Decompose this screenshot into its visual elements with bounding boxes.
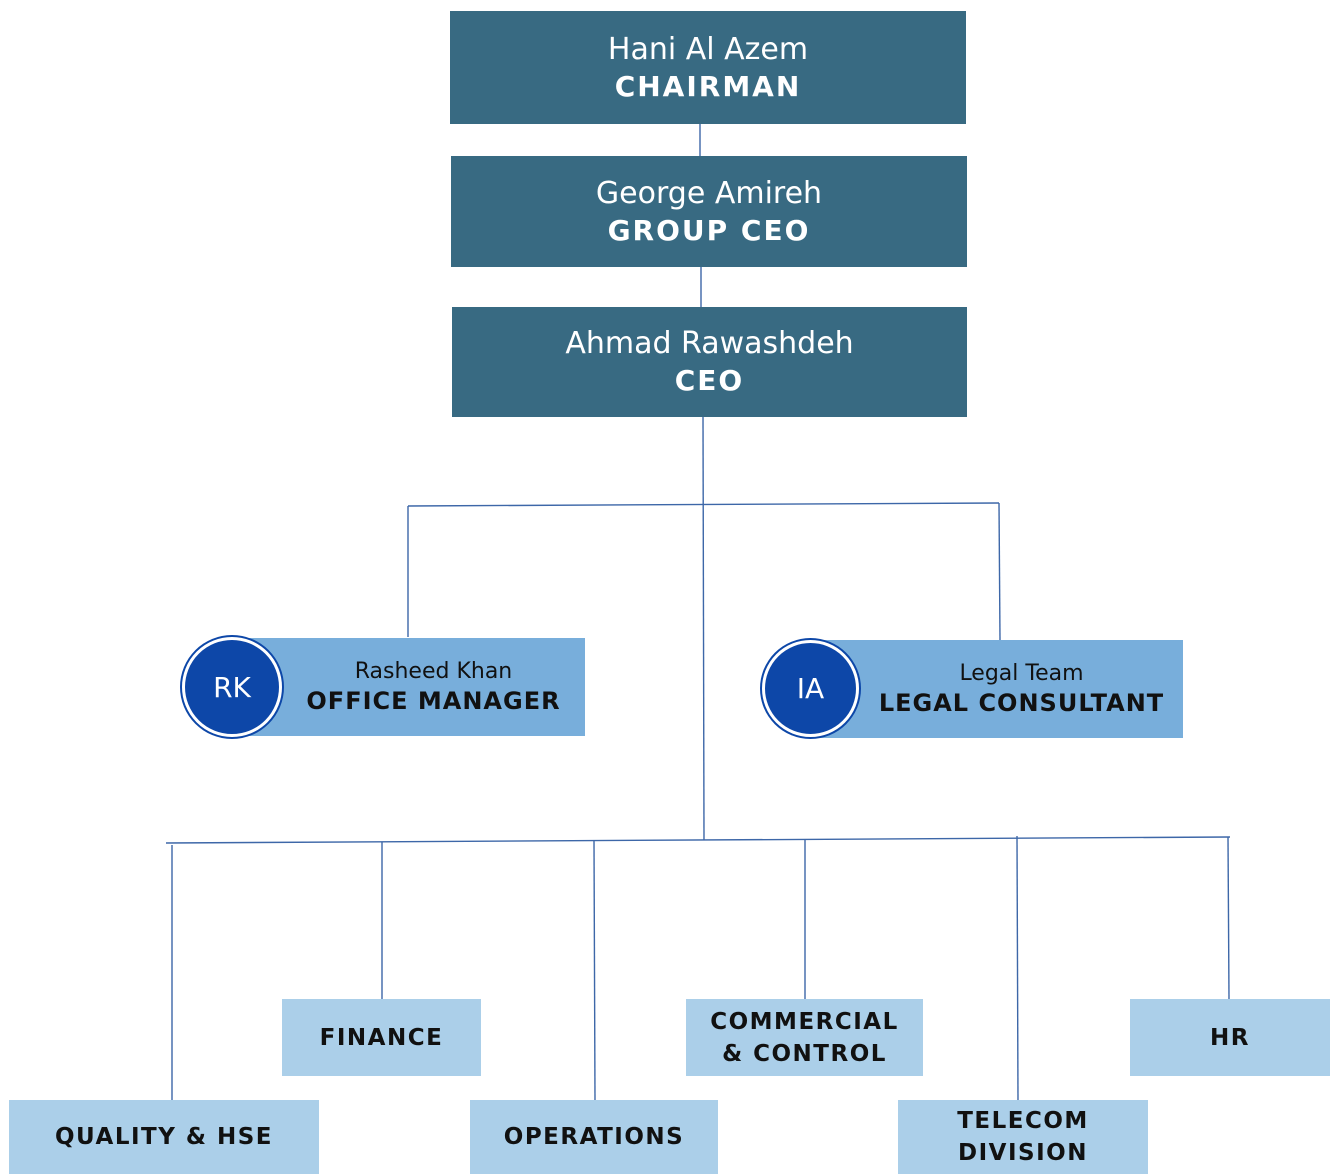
department-hr: HR [1130, 999, 1330, 1076]
office-manager-initials: RK [213, 670, 251, 704]
connector-telecom [1016, 835, 1019, 1101]
department-operations-label: OPERATIONS [503, 1124, 685, 1150]
group-ceo-title: GROUP CEO [607, 213, 811, 247]
office-manager-name: Rasheed Khan [354, 659, 513, 684]
legal-consultant-title: LEGAL CONSULTANT [878, 689, 1165, 717]
connector-hr [1227, 836, 1230, 1000]
department-quality-hse: QUALITY & HSE [9, 1100, 319, 1174]
department-commercial-label-line1: COMMERCIAL [710, 1008, 899, 1035]
department-finance: FINANCE [282, 999, 481, 1076]
department-telecom-label-line2: DIVISION [958, 1140, 1088, 1166]
connector-staff-bar [407, 502, 1000, 507]
department-commercial-control: COMMERCIAL & CONTROL [686, 999, 923, 1076]
office-manager-avatar: RK [182, 637, 282, 737]
department-telecom-division: TELECOM DIVISION [898, 1100, 1148, 1174]
legal-consultant-box: Legal Team LEGAL CONSULTANT [810, 640, 1183, 738]
department-finance-label: FINANCE [319, 1024, 444, 1051]
group-ceo-box: George Amireh GROUP CEO [451, 156, 967, 267]
office-manager-box: Rasheed Khan OFFICE MANAGER [232, 638, 585, 736]
department-hr-label: HR [1210, 1024, 1250, 1051]
department-quality-hse-label: QUALITY & HSE [55, 1124, 273, 1150]
office-manager-title: OFFICE MANAGER [306, 687, 561, 715]
chairman-name: Hani Al Azem [607, 31, 809, 67]
legal-initials: IA [796, 672, 825, 705]
ceo-name: Ahmad Rawashdeh [565, 326, 854, 361]
connector-operations [593, 840, 596, 1101]
connector-legal [998, 502, 1001, 641]
department-commercial-label-line2: & CONTROL [722, 1040, 887, 1067]
group-ceo-name: George Amireh [595, 175, 823, 211]
legal-avatar: IA [762, 640, 859, 737]
ceo-title: CEO [674, 364, 745, 397]
connector-ceo-trunk [702, 415, 705, 841]
department-telecom-label-line1: TELECOM [957, 1108, 1089, 1134]
department-operations: OPERATIONS [470, 1100, 718, 1174]
legal-team-name: Legal Team [959, 661, 1084, 686]
chairman-box: Hani Al Azem CHAIRMAN [450, 11, 966, 124]
chairman-title: CHAIRMAN [614, 69, 802, 103]
ceo-box: Ahmad Rawashdeh CEO [452, 307, 967, 417]
connector-department-bar [165, 836, 1231, 844]
